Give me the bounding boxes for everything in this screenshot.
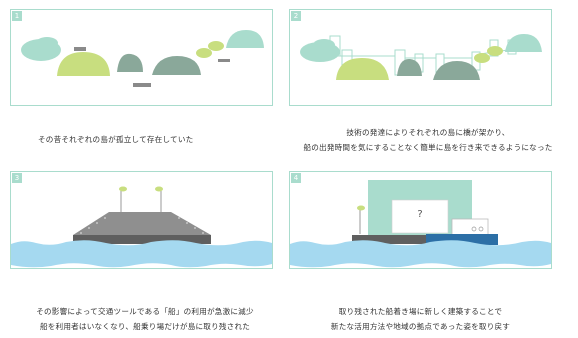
island-lime-large xyxy=(336,58,389,80)
panel-2-number: 2 xyxy=(291,11,301,21)
island-lime-large xyxy=(57,52,110,76)
isolated-islands-illustration xyxy=(21,30,264,87)
island-grey-large xyxy=(433,61,480,80)
screen-question-mark: ? xyxy=(417,209,422,220)
island-lime-small xyxy=(474,53,490,63)
water xyxy=(11,240,272,268)
caption-4: 取り残された船着き場に新しく建築することで 新たな活用方法や地域の拠点であった姿… xyxy=(289,304,552,334)
pier-top xyxy=(73,212,211,235)
island-grey-small xyxy=(117,53,143,72)
caption-1: その昔それぞれの島が孤立して存在していた xyxy=(38,132,193,147)
island-grey-small xyxy=(397,58,422,76)
water xyxy=(290,240,551,268)
caption-3: その影響によって交通ツールである「船」の利用が急激に減少 船を利用者はいなくなり… xyxy=(10,304,280,334)
abandoned-pier-illustration xyxy=(11,186,272,268)
pier-side xyxy=(73,235,211,244)
caption-4-line-2: 新たな活用方法や地域の拠点であった姿を取り戻す xyxy=(330,322,511,331)
island-lime-small xyxy=(196,48,212,58)
new-architecture-illustration: ? xyxy=(290,180,551,268)
panel-2: 2 xyxy=(289,9,552,106)
island-grey-large xyxy=(152,56,201,75)
screen-panel xyxy=(391,199,449,234)
pier-base xyxy=(352,235,428,244)
island-lime-small-2 xyxy=(208,41,224,51)
boat-1 xyxy=(74,47,86,51)
island-mint-left-top xyxy=(36,37,58,49)
lamp-left xyxy=(119,186,127,192)
island-mint-right xyxy=(505,34,542,52)
blue-deck xyxy=(426,234,498,245)
pier-bolts xyxy=(80,217,204,234)
panel-1: 1 xyxy=(10,9,273,106)
island-mint-right xyxy=(226,30,264,48)
caption-1-line-1: その昔それぞれの島が孤立して存在していた xyxy=(38,135,194,144)
panel-3: 3 xyxy=(10,171,273,269)
panel-3-number: 3 xyxy=(12,173,22,183)
bridged-islands-illustration xyxy=(300,34,542,80)
caption-2: 技術の発達によりそれぞれの島に橋が架かり、 船の出発時間を気にすることなく簡単に… xyxy=(284,125,572,155)
caption-4-line-1: 取り残された船着き場に新しく建築することで xyxy=(338,307,503,316)
boat-3 xyxy=(218,59,230,62)
lamp-right xyxy=(155,186,163,192)
caption-2-line-2: 船の出発時間を気にすることなく簡単に島を行き来できるようになった xyxy=(303,143,553,152)
panel-1-number: 1 xyxy=(12,11,22,21)
island-lime-small-2 xyxy=(487,46,503,56)
panel-4-number: 4 xyxy=(291,173,301,183)
caption-2-line-1: 技術の発達によりそれぞれの島に橋が架かり、 xyxy=(346,128,510,137)
lamp xyxy=(357,205,365,211)
boat-2 xyxy=(133,83,151,87)
caption-3-line-2: 船を利用者はいなくなり、船乗り場だけが島に取り残された xyxy=(39,322,251,331)
island-mint-left-top xyxy=(313,39,335,51)
panel-4: 4 ? xyxy=(289,171,552,269)
caption-3-line-1: その影響によって交通ツールである「船」の利用が急激に減少 xyxy=(36,307,254,316)
